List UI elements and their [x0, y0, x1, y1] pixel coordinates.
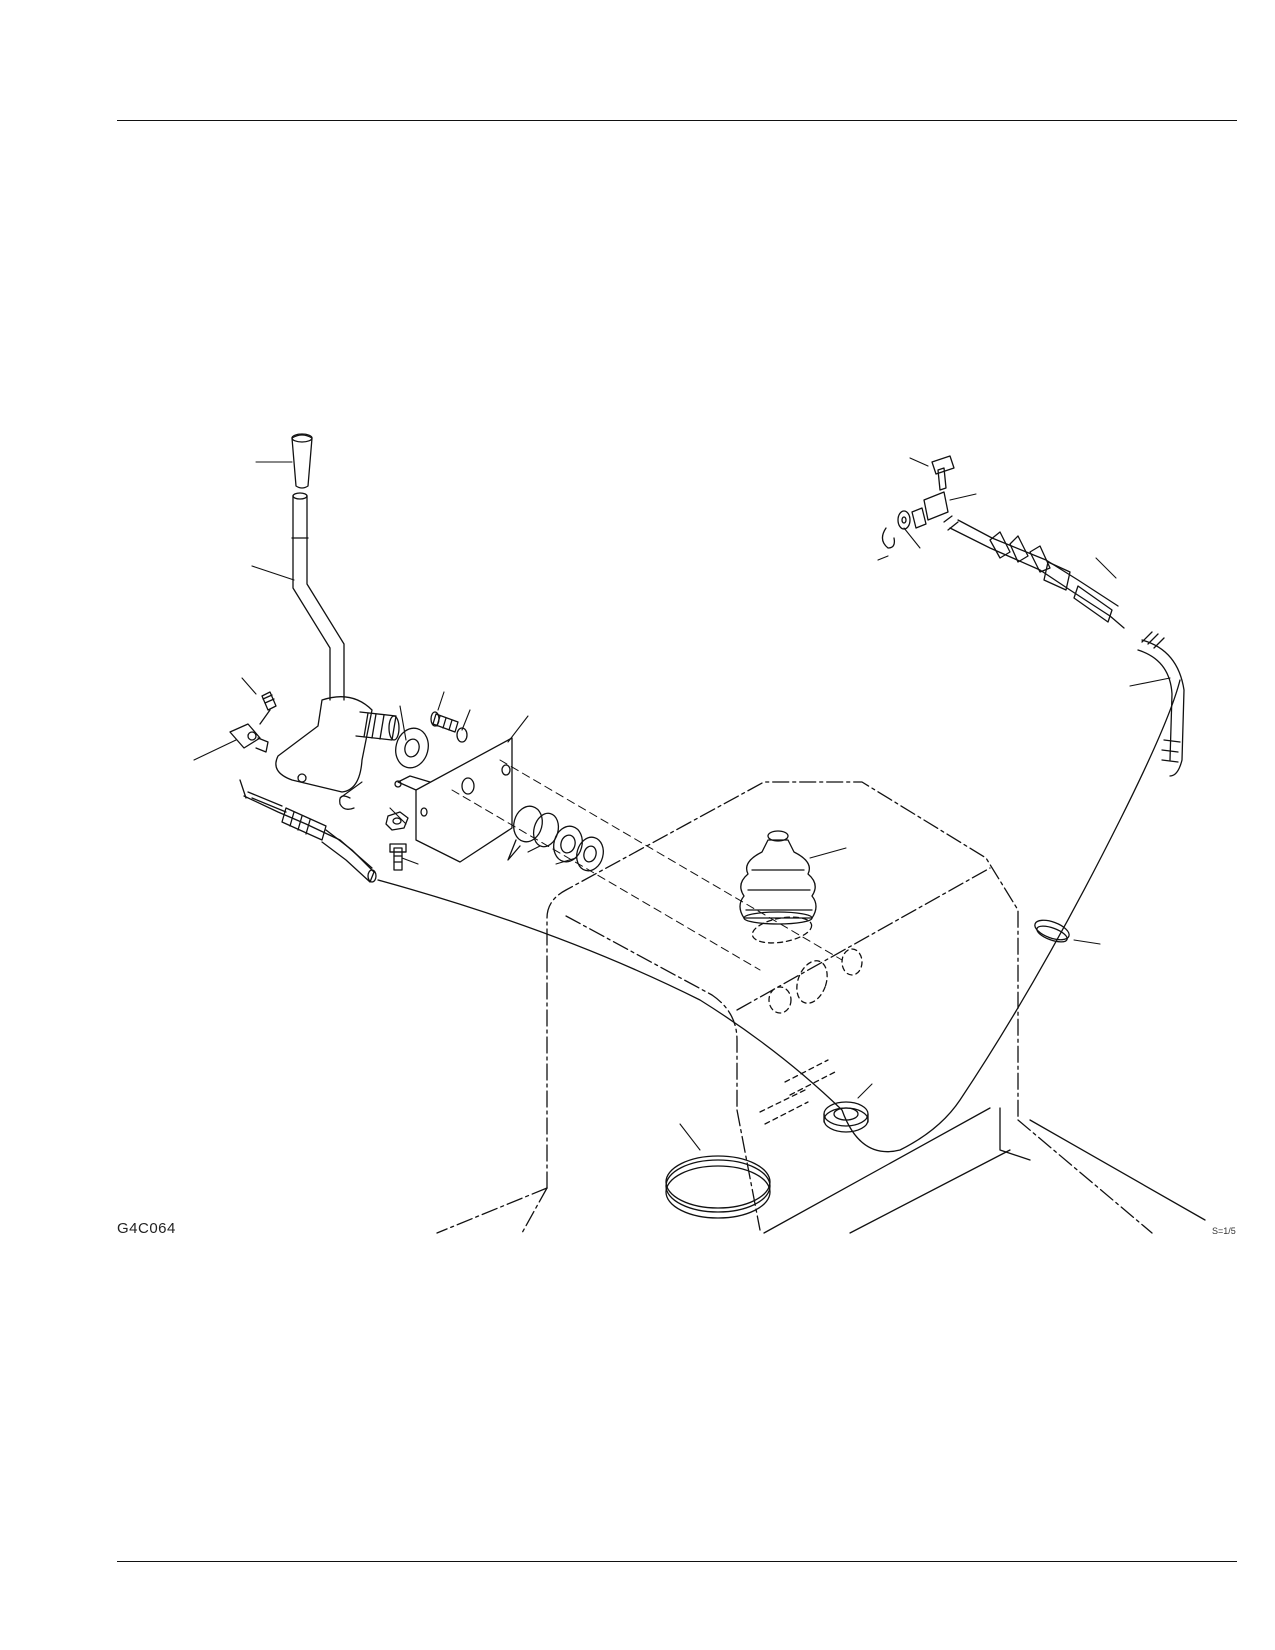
hidden-holes: [751, 916, 863, 1125]
console-cover: [436, 781, 1153, 1234]
clip-ring: [339, 795, 355, 810]
footer-rule: [117, 1561, 1237, 1562]
grommet: [823, 1101, 869, 1133]
washer: [395, 727, 429, 769]
cable-end-rod-right: [943, 515, 1125, 629]
lever-arm-plate: [275, 696, 373, 793]
floor-lines: [763, 1107, 1206, 1234]
cable-end-rod-left: [239, 779, 377, 883]
hose-clamp: [1034, 919, 1070, 943]
cover-cap: [665, 1155, 771, 1219]
nut-bolt: [385, 811, 409, 871]
spring-washer: [456, 727, 468, 743]
figure-code-label: G4C064: [117, 1220, 176, 1237]
header-rule: [117, 120, 1237, 121]
shift-lever: [291, 492, 345, 701]
cable-sheath-right: [1137, 631, 1185, 777]
control-cable: [377, 679, 1181, 1153]
rubber-boot: [739, 830, 817, 925]
shift-knob: [291, 433, 313, 489]
clevis-right: [881, 455, 955, 549]
leader-lines: [193, 457, 1171, 1151]
bracket-plate: [394, 737, 513, 863]
assembly-guide-lines: [451, 759, 843, 971]
scale-note: S=1/5: [1212, 1226, 1236, 1236]
cable-clevis-left: [229, 691, 277, 753]
bolt-small: [430, 711, 459, 733]
pivot-shaft: [355, 711, 400, 741]
lock-nuts: [553, 825, 604, 872]
